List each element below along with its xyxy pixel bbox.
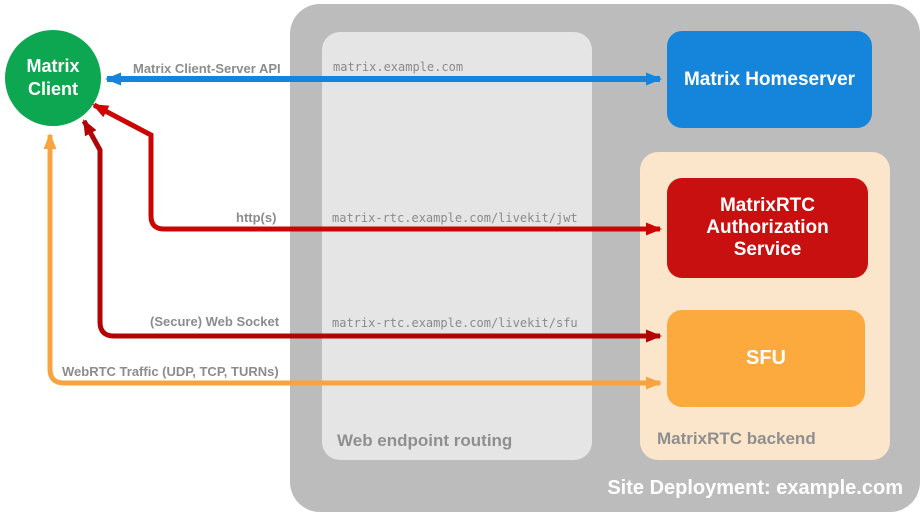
sfu-label: SFU <box>746 347 786 369</box>
webrtc-traffic-arrow-label: WebRTC Traffic (UDP, TCP, TURNs) <box>62 364 279 379</box>
matrix-client-label: Matrix Client <box>26 56 80 99</box>
web-endpoint-routing-label: Web endpoint routing <box>337 431 513 450</box>
web-socket-arrow-label: (Secure) Web Socket <box>150 314 280 329</box>
https-arrow-label: http(s) <box>236 210 277 225</box>
matrix-client-node: Matrix Client <box>5 30 101 126</box>
matrixrtc-authorization-service-label: MatrixRTC Authorization Service <box>706 195 829 260</box>
client-server-api-arrow-label: Matrix Client-Server API <box>133 61 281 76</box>
endpoint-url-homeserver: matrix.example.com <box>333 60 464 74</box>
site-deployment-label: Site Deployment: example.com <box>607 477 903 499</box>
endpoint-url-livekit-sfu: matrix-rtc.example.com/livekit/sfu <box>332 316 578 330</box>
endpoint-url-livekit-jwt: matrix-rtc.example.com/livekit/jwt <box>332 211 578 225</box>
matrixrtc-authorization-service-node: MatrixRTC Authorization Service <box>667 178 868 278</box>
matrix-homeserver-node: Matrix Homeserver <box>667 31 872 128</box>
sfu-node: SFU <box>667 310 865 407</box>
matrix-homeserver-label: Matrix Homeserver <box>683 68 856 90</box>
matrixrtc-backend-label: MatrixRTC backend <box>657 429 816 448</box>
web-endpoint-routing-group: Web endpoint routing <box>322 32 592 460</box>
